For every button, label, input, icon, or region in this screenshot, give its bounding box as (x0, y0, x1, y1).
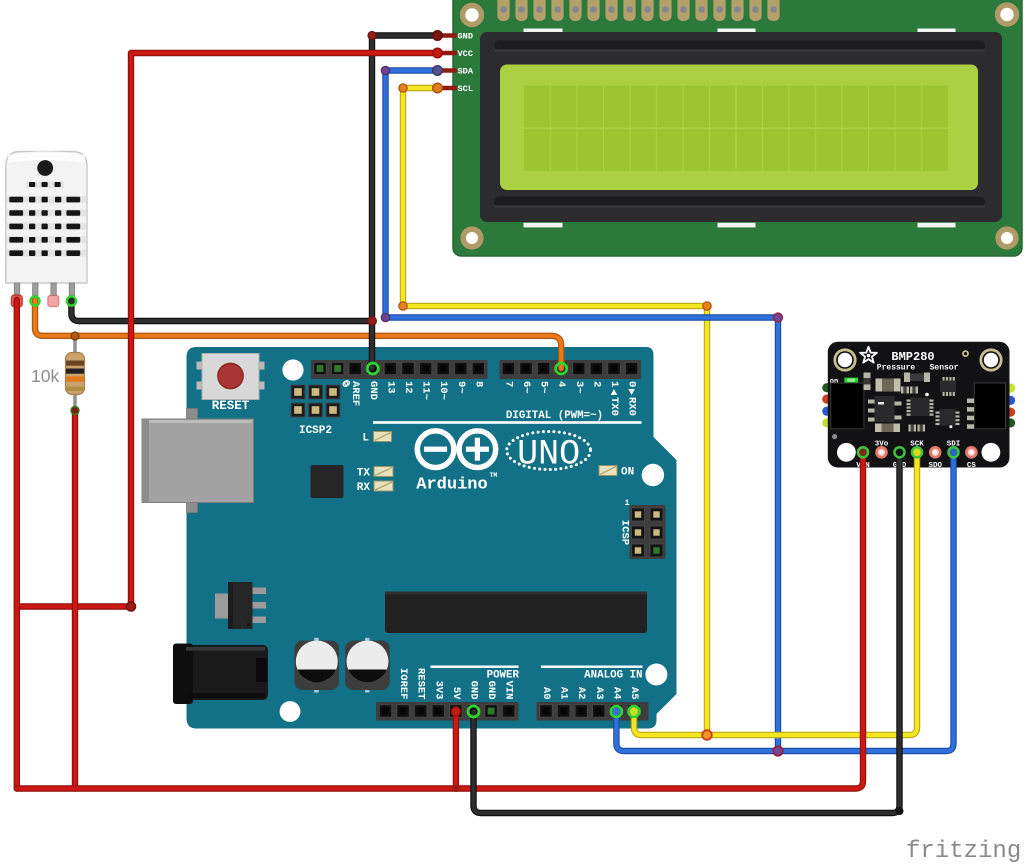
svg-text:CS: CS (967, 462, 977, 470)
svg-text:Sensor: Sensor (930, 364, 959, 373)
svg-text:on: on (830, 378, 838, 386)
svg-text:A0: A0 (540, 687, 552, 700)
svg-text:IOREF: IOREF (397, 668, 409, 700)
svg-text:2: 2 (590, 381, 602, 387)
svg-text:UNO: UNO (517, 435, 580, 475)
svg-text:A4: A4 (610, 687, 622, 700)
svg-text:RESET: RESET (415, 668, 427, 700)
svg-text:5~: 5~ (538, 381, 550, 394)
svg-text:BMP280: BMP280 (891, 350, 934, 364)
svg-text:ICSP2: ICSP2 (299, 425, 332, 437)
svg-text:fritzing: fritzing (906, 838, 1021, 865)
svg-text:Pressure: Pressure (877, 364, 916, 373)
svg-text:5V: 5V (450, 687, 462, 700)
svg-text:8: 8 (472, 381, 484, 387)
svg-text:A1: A1 (558, 687, 570, 700)
svg-text:A5: A5 (628, 687, 640, 700)
svg-text:6~: 6~ (520, 381, 532, 394)
svg-text:GND: GND (468, 681, 480, 700)
svg-text:12: 12 (402, 381, 414, 394)
svg-text:SDI: SDI (947, 441, 961, 449)
svg-text:1: 1 (624, 498, 629, 508)
svg-text:3~: 3~ (573, 381, 585, 394)
svg-text:POWER: POWER (487, 670, 520, 682)
svg-text:L: L (362, 433, 369, 445)
svg-text:AREF: AREF (349, 381, 361, 406)
svg-text:TM: TM (490, 472, 498, 479)
svg-text:RX0: RX0 (626, 397, 638, 416)
svg-text:TX: TX (357, 468, 371, 480)
svg-text:3V3: 3V3 (432, 681, 444, 700)
svg-text:ICSP: ICSP (619, 520, 631, 545)
svg-text:13: 13 (384, 381, 396, 394)
svg-text:10k: 10k (31, 366, 59, 386)
svg-text:Arduino: Arduino (416, 476, 487, 495)
svg-text:SCK: SCK (910, 441, 924, 449)
svg-text:DIGITAL (PWM=~): DIGITAL (PWM=~) (506, 410, 603, 422)
svg-text:10~: 10~ (437, 381, 449, 400)
svg-text:0: 0 (626, 381, 638, 387)
svg-text:SDA: SDA (458, 67, 474, 77)
svg-text:9~: 9~ (455, 381, 467, 394)
svg-text:SCL: SCL (458, 84, 473, 94)
svg-text:GND: GND (485, 681, 497, 700)
svg-text:11~: 11~ (420, 381, 432, 400)
svg-text:ON: ON (621, 467, 634, 479)
svg-text:ANALOG IN: ANALOG IN (584, 670, 642, 682)
svg-text:GND: GND (367, 381, 379, 400)
svg-text:4: 4 (555, 381, 567, 387)
svg-text:TX0: TX0 (608, 397, 620, 416)
svg-text:7: 7 (502, 381, 514, 387)
svg-text:RX: RX (357, 482, 371, 494)
svg-text:A3: A3 (593, 687, 605, 700)
svg-text:GND: GND (458, 32, 473, 42)
svg-text:SDO: SDO (928, 462, 942, 470)
svg-text:VIN: VIN (503, 681, 515, 700)
svg-text:3Vo: 3Vo (875, 441, 889, 449)
svg-text:A2: A2 (575, 687, 587, 700)
svg-text:RESET: RESET (212, 399, 250, 413)
svg-text:1: 1 (608, 381, 620, 387)
svg-text:VCC: VCC (458, 49, 473, 59)
